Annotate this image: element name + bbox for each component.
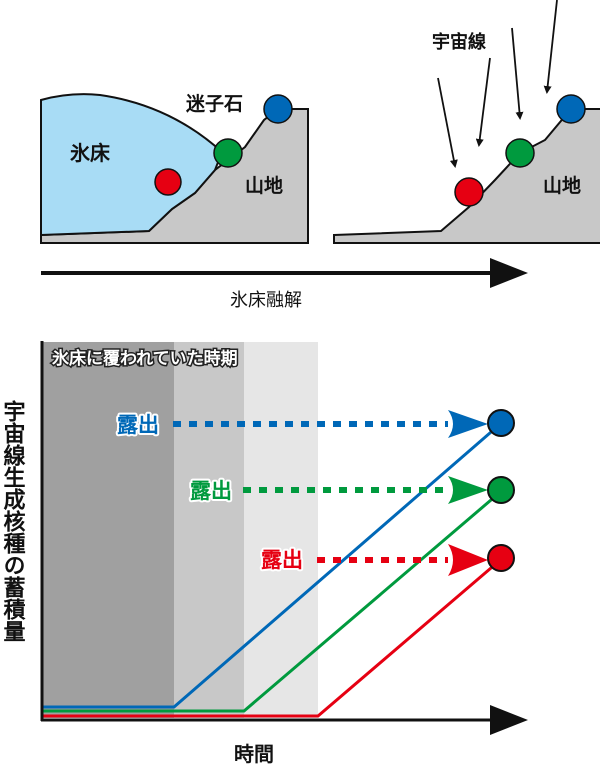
mountain (333, 108, 600, 244)
blue-boulder (263, 94, 293, 124)
blue-exposure-label: 露出 (117, 413, 159, 437)
x-axis-label: 時間 (234, 742, 274, 764)
blue-boulder (556, 94, 586, 124)
ice-covered-period-label: 氷床に覆われていた時期 (52, 348, 238, 369)
ice-sheet (40, 93, 224, 237)
red-boulder (454, 177, 484, 207)
red-series-line (42, 560, 499, 718)
green-boulder (213, 138, 243, 168)
shade-light (244, 342, 318, 718)
green-boulder (505, 138, 535, 168)
blue-sample-point (487, 409, 515, 437)
red-exposure-label: 露出 (261, 548, 303, 572)
left-panel-ice-covered: 氷床 迷子石 山地 (40, 93, 309, 244)
mountain-label: 山地 (543, 174, 581, 197)
cosmic-ray-arrows (437, 0, 558, 168)
x-axis-arrowhead (490, 705, 528, 735)
erratic-label: 迷子石 (185, 93, 243, 115)
green-series-line (42, 492, 499, 713)
ice-melt-label: 氷床融解 (230, 290, 302, 311)
red-boulder (154, 168, 182, 196)
blue-series-line (42, 424, 499, 709)
shade-dark (42, 342, 174, 718)
green-exposure-label: 露出 (190, 479, 232, 503)
ice-label: 氷床 (70, 141, 111, 165)
green-sample-point (487, 476, 515, 504)
ice-melt-arrow (41, 258, 528, 288)
red-sample-point (487, 544, 515, 572)
shade-mid (174, 342, 244, 718)
y-axis-label: 宇宙線生成核種の蓄積量 (0, 400, 26, 642)
right-panel-exposed: 宇宙線 山地 (333, 0, 600, 244)
cosmic-ray-label: 宇宙線 (432, 31, 486, 53)
mountain-label: 山地 (245, 174, 283, 197)
chart: 氷床に覆われていた時期 露出 露出 露出 宇宙線生成核種の蓄積量 時間 (0, 341, 528, 764)
